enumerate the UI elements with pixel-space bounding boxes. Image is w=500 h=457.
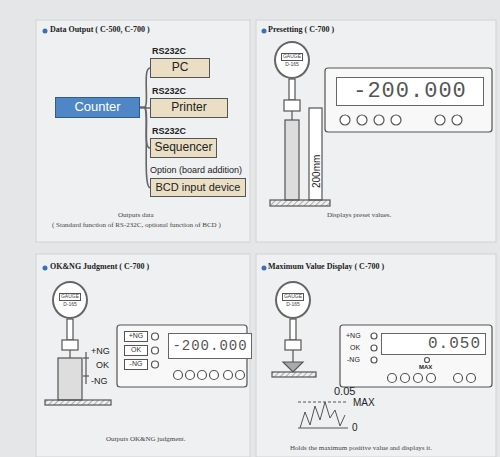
tolerance-label: OK <box>96 361 109 371</box>
gauge-brand: GAUGE <box>281 53 303 61</box>
indicator-label: MAX <box>419 364 432 371</box>
gauge-brand: GAUGE <box>282 293 304 301</box>
caption: ( Standard function of RS-232C, optional… <box>52 222 221 230</box>
panels <box>36 20 496 457</box>
gauge-stand <box>272 319 492 387</box>
tolerance-label: +NG <box>91 347 110 357</box>
caption: Displays preset values. <box>327 212 391 220</box>
graph-value: 0 <box>352 422 358 433</box>
indicator-label: +NG <box>346 332 361 340</box>
gauge-model: D-165 <box>285 62 299 68</box>
bullets <box>43 29 267 271</box>
gauge-stand <box>45 319 247 405</box>
gauge-model: D-165 <box>63 302 77 308</box>
display-screen: -200.000 <box>168 333 252 359</box>
gauge-brand: GAUGE <box>59 293 81 301</box>
port-label: RS232C <box>152 47 186 57</box>
box-text: +NG <box>129 332 144 340</box>
graph-label: MAX <box>353 397 375 408</box>
box-text: Sequencer <box>154 141 212 155</box>
gauge-dial: GAUGED-165 <box>52 281 88 319</box>
box-text: Printer <box>171 101 206 115</box>
panel-title: OK&NG Judgment ( C-700 ) <box>50 263 149 272</box>
display-screen: 0.050 <box>381 333 486 355</box>
gauge-model: D-165 <box>286 302 300 308</box>
caption: Outputs data <box>118 212 154 220</box>
port-label: RS232C <box>152 127 186 137</box>
box-text: OK <box>131 346 141 354</box>
box-text: -NG <box>130 360 143 368</box>
panel-title: Maximum Value Display ( C-700 ) <box>268 263 384 272</box>
indicator-label: -NG <box>347 356 360 364</box>
device-box: PC <box>150 58 210 78</box>
device-box: BCD input device <box>150 178 246 197</box>
indicator-label: OK <box>350 344 360 352</box>
panel-title: Data Output ( C-500, C-700 ) <box>50 26 150 35</box>
dimension: 200mm <box>311 155 322 188</box>
indicator-box: +NG <box>124 331 148 342</box>
panel-title: Presetting ( C-700 ) <box>268 26 334 35</box>
gauge-stand <box>270 68 492 206</box>
gauge-dial: GAUGED-165 <box>274 41 310 79</box>
box-text: PC <box>172 61 189 75</box>
graph-value: 0.05 <box>334 385 355 397</box>
device-box: Printer <box>150 98 228 118</box>
gauge-dial: GAUGED-165 <box>275 281 311 319</box>
cable-line <box>140 108 150 149</box>
cable-line <box>140 108 150 188</box>
display-screen: -200.000 <box>336 77 484 106</box>
box-text: -200.000 <box>353 79 467 104</box>
box-text: BCD input device <box>156 181 241 194</box>
tolerance-label: -NG <box>91 377 108 387</box>
box-text: Counter <box>74 100 120 115</box>
counter-box: Counter <box>55 97 140 118</box>
box-text: 0.050 <box>428 335 481 353</box>
caption: Outputs OK&NG judgment. <box>106 436 186 444</box>
cable-line <box>140 68 150 108</box>
caption: Holds the maximum positive value and dis… <box>290 445 432 453</box>
box-text: -200.000 <box>172 338 247 354</box>
port-label: RS232C <box>152 87 186 97</box>
indicator-box: OK <box>124 345 148 356</box>
max-graph <box>298 402 348 428</box>
device-box: Sequencer <box>150 138 217 158</box>
option-label: Option (board addition) <box>150 166 242 176</box>
indicator-box: -NG <box>124 359 148 370</box>
